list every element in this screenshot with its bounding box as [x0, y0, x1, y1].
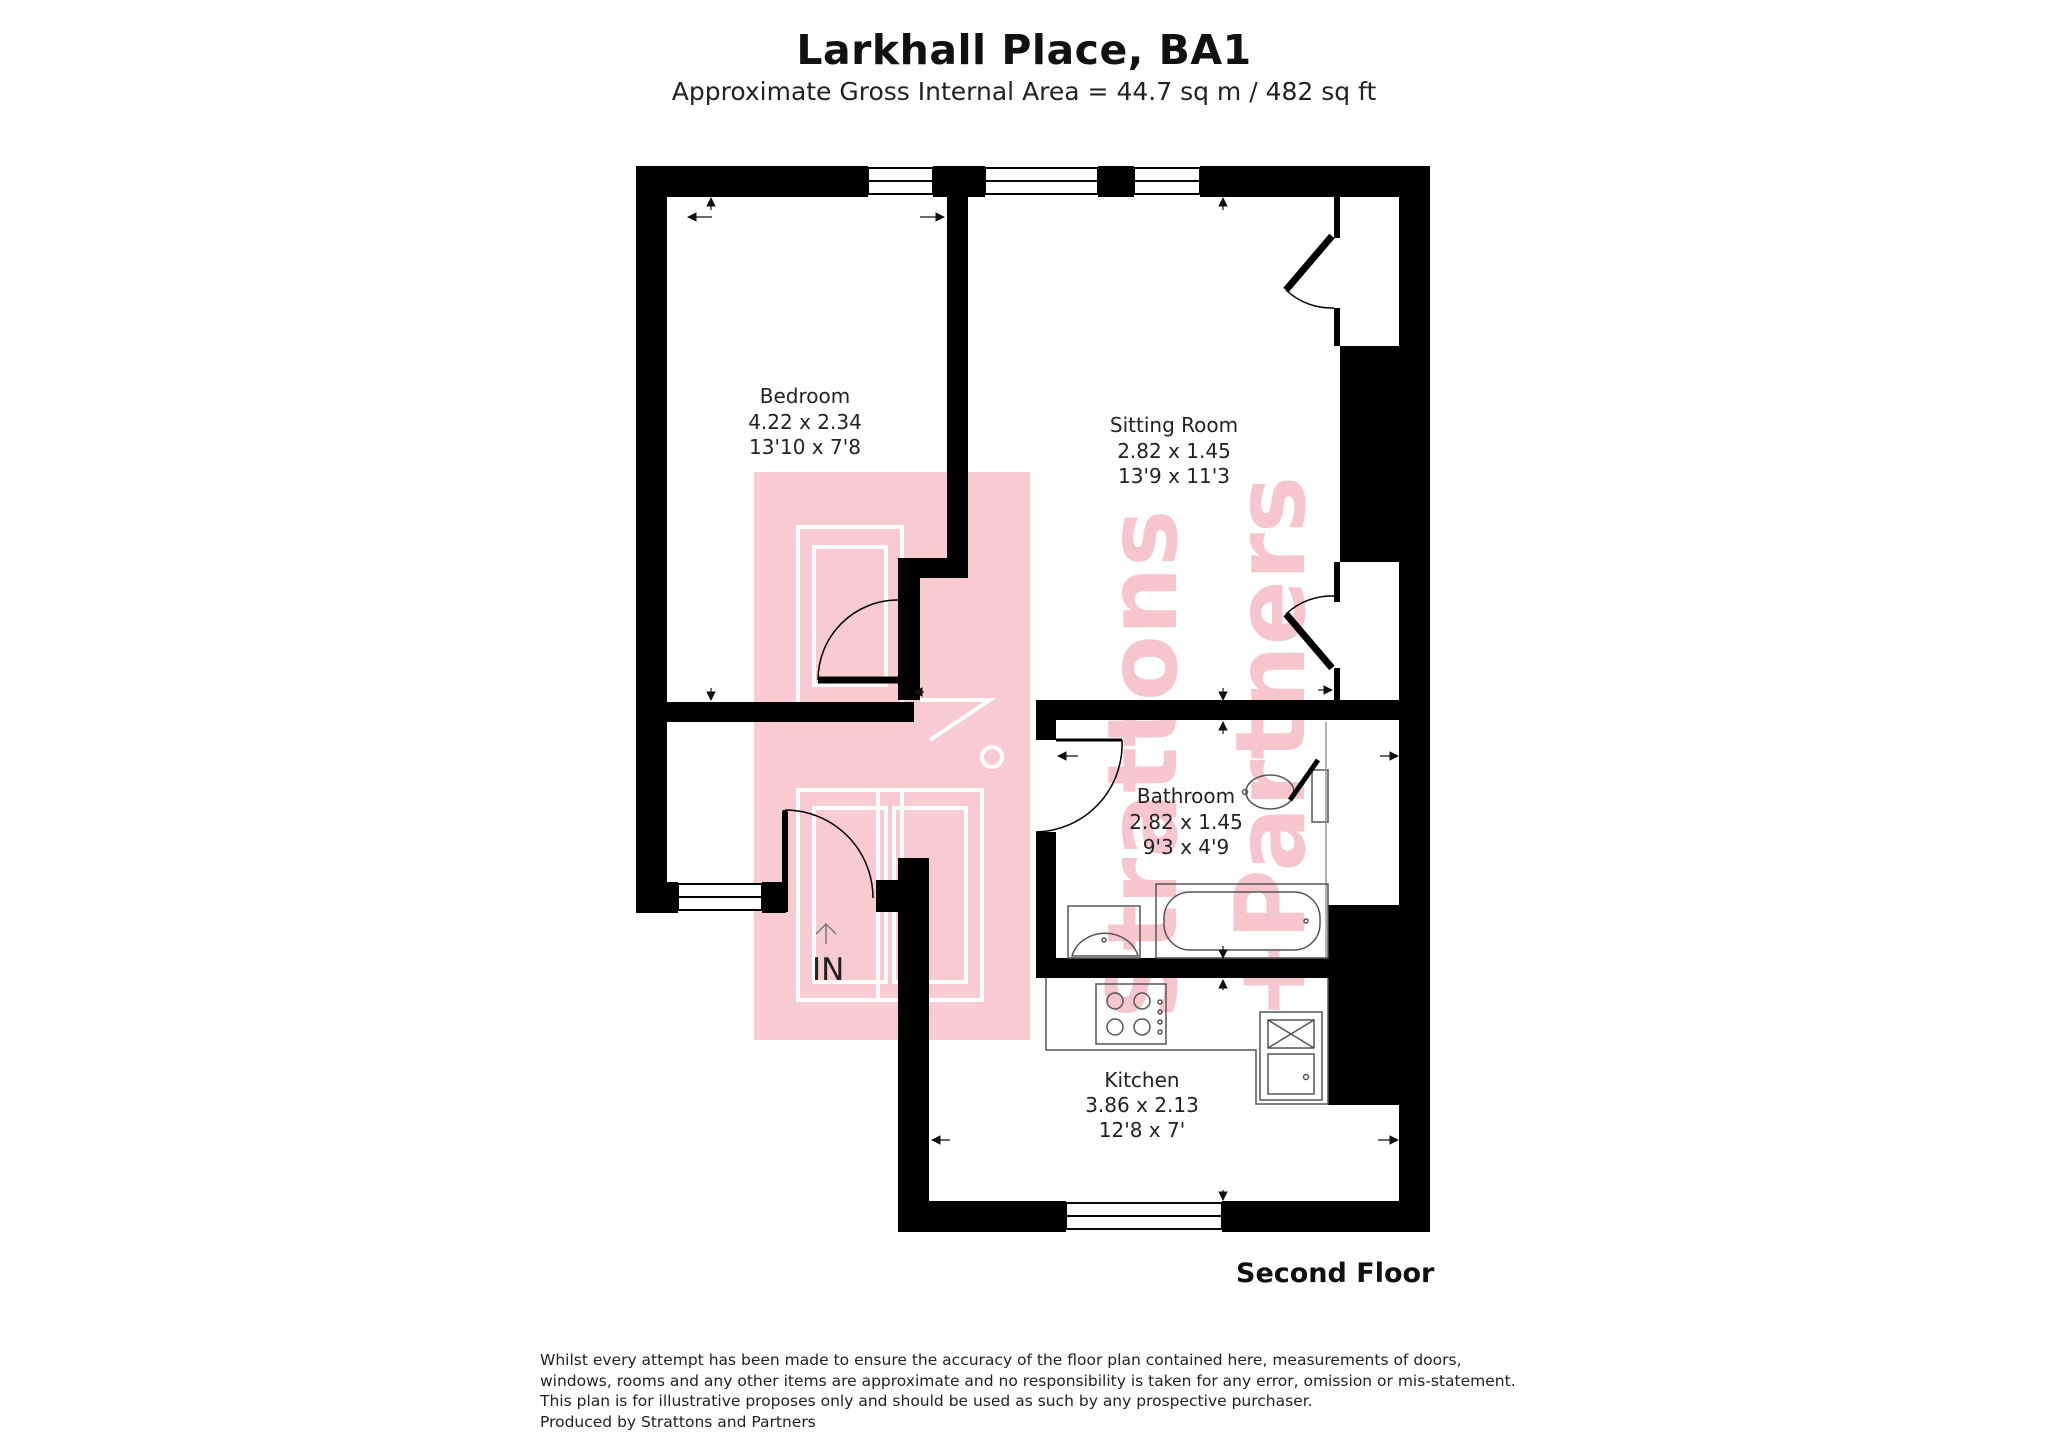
room-name: Bedroom [760, 384, 850, 408]
page-title: Larkhall Place, BA1 [796, 26, 1252, 74]
doors [782, 233, 1335, 899]
gross-area-subtitle: Approximate Gross Internal Area = 44.7 s… [671, 77, 1377, 106]
room-imperial: 13'10 x 7'8 [749, 435, 861, 459]
room-metric: 4.22 x 2.34 [748, 410, 862, 434]
room-imperial: 13'9 x 11'3 [1118, 464, 1230, 488]
floor-label: Second Floor [1236, 1258, 1435, 1289]
watermark-text-1: Strattons [1087, 510, 1199, 1020]
room-label-bathroom: Bathroom 2.82 x 1.45 9'3 x 4'9 [1129, 784, 1243, 859]
hob [1095, 983, 1167, 1045]
disclaimer-line: windows, rooms and any other items are a… [540, 1371, 1516, 1390]
fixtures [1045, 722, 1329, 1105]
kitchen-sink [1259, 1011, 1323, 1101]
bath [1155, 883, 1329, 959]
room-name: Sitting Room [1110, 413, 1238, 437]
watermark-logo: Strattons +Partners [754, 472, 1327, 1040]
kitchen-worktop [1045, 978, 1329, 1105]
room-metric: 3.86 x 2.13 [1085, 1093, 1199, 1117]
disclaimer-line: Whilst every attempt has been made to en… [540, 1351, 1462, 1369]
room-label-kitchen: Kitchen 3.86 x 2.13 12'8 x 7' [1085, 1068, 1199, 1142]
entrance-arrow-icon [815, 922, 837, 944]
entrance-label: IN [812, 952, 844, 988]
cupboard-door-bottom [1283, 611, 1335, 671]
room-label-bedroom: Bedroom 4.22 x 2.34 13'10 x 7'8 [748, 384, 862, 459]
disclaimer-line: Produced by Strattons and Partners [540, 1412, 816, 1431]
room-imperial: 12'8 x 7' [1099, 1118, 1185, 1142]
disclaimer: Whilst every attempt has been made to en… [540, 1350, 1540, 1432]
room-imperial: 9'3 x 4'9 [1143, 835, 1229, 859]
room-label-sitting-room: Sitting Room 2.82 x 1.45 13'9 x 11'3 [1110, 413, 1238, 488]
walls [636, 166, 1430, 1232]
windows [677, 167, 1223, 1230]
room-metric: 2.82 x 1.45 [1117, 439, 1231, 463]
cupboard-door-top [1283, 233, 1335, 293]
basin [1067, 905, 1141, 959]
room-name: Bathroom [1137, 784, 1235, 808]
wc-cistern [1311, 769, 1329, 823]
disclaimer-line: This plan is for illustrative proposes o… [540, 1392, 1313, 1410]
room-metric: 2.82 x 1.45 [1129, 810, 1243, 834]
room-name: Kitchen [1104, 1068, 1179, 1092]
measurement-arrows [687, 197, 1399, 1201]
watermark-text-2: +Partners [1215, 476, 1327, 1020]
